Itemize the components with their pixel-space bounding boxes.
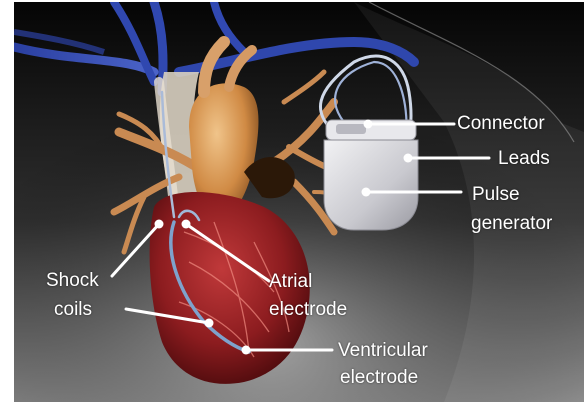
label-atrial-line2: electrode — [269, 298, 347, 321]
label-leads: Leads — [498, 147, 550, 170]
label-atrial-line1: Atrial — [269, 270, 312, 293]
pulse-generator-device — [324, 120, 418, 230]
label-shock-line1: Shock — [46, 269, 99, 292]
label-pulse-line2: generator — [471, 212, 552, 235]
label-connector: Connector — [457, 112, 545, 135]
label-shock-line2: coils — [54, 298, 92, 321]
label-pulse-line1: Pulse — [472, 183, 520, 206]
illustration-frame: Connector Leads Pulse generator Atrial e… — [14, 2, 584, 402]
label-ventricular-line2: electrode — [340, 366, 418, 389]
label-ventricular-line1: Ventricular — [338, 339, 428, 362]
